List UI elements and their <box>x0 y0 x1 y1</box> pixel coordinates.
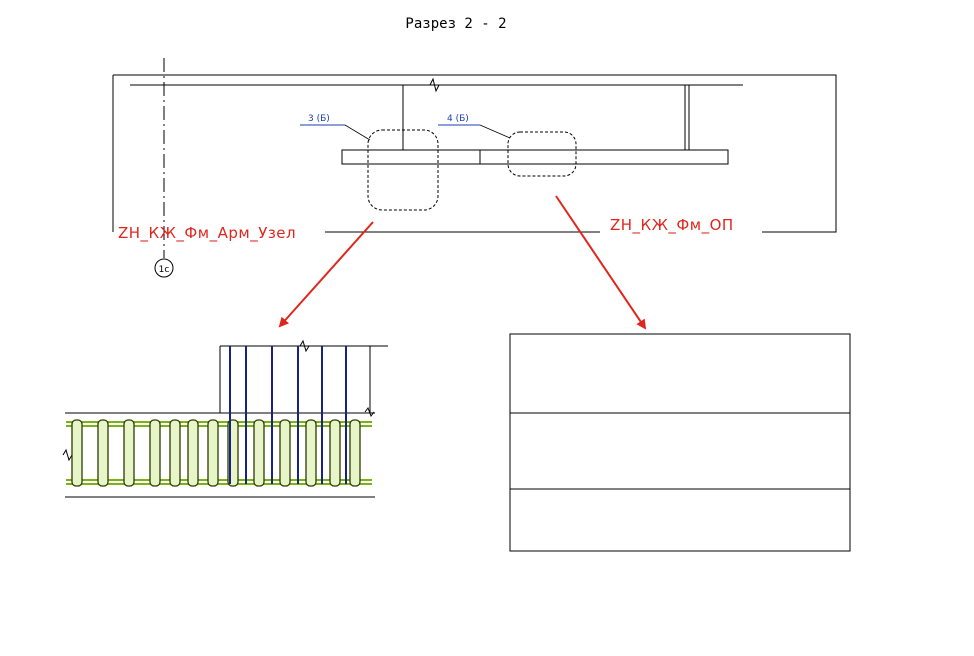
spec-table <box>509 333 851 552</box>
arrow-right <box>555 195 647 330</box>
family-label-right: ZH_КЖ_Фм_ОП <box>610 216 734 235</box>
section-frame <box>112 74 837 233</box>
axis-label: 1с <box>159 265 170 275</box>
family-label-left: ZH_КЖ_Фм_Арм_Узел <box>118 224 296 243</box>
stirrup <box>71 419 83 487</box>
stirrup <box>329 419 341 487</box>
arrow-left <box>278 221 374 328</box>
stirrup <box>149 419 161 487</box>
stirrup <box>97 419 109 487</box>
grid-axis: 1с <box>154 58 174 278</box>
stirrup <box>187 419 199 487</box>
callout-label-4: 4 (Б) <box>447 114 469 124</box>
stirrup <box>305 419 317 487</box>
rebar-detail <box>62 339 388 498</box>
stirrup <box>123 419 135 487</box>
callout-node-4[interactable]: 4 (Б) <box>438 114 577 177</box>
callout-node-3[interactable]: 3 (Б) <box>300 114 439 211</box>
stirrup <box>349 419 361 487</box>
stirrup <box>207 419 219 487</box>
stirrup <box>279 419 291 487</box>
section-title: Разрез 2 - 2 <box>405 16 506 32</box>
callout-label-3: 3 (Б) <box>308 114 330 124</box>
stirrup <box>253 419 265 487</box>
axis-bubble <box>154 258 174 278</box>
stirrup <box>169 419 181 487</box>
